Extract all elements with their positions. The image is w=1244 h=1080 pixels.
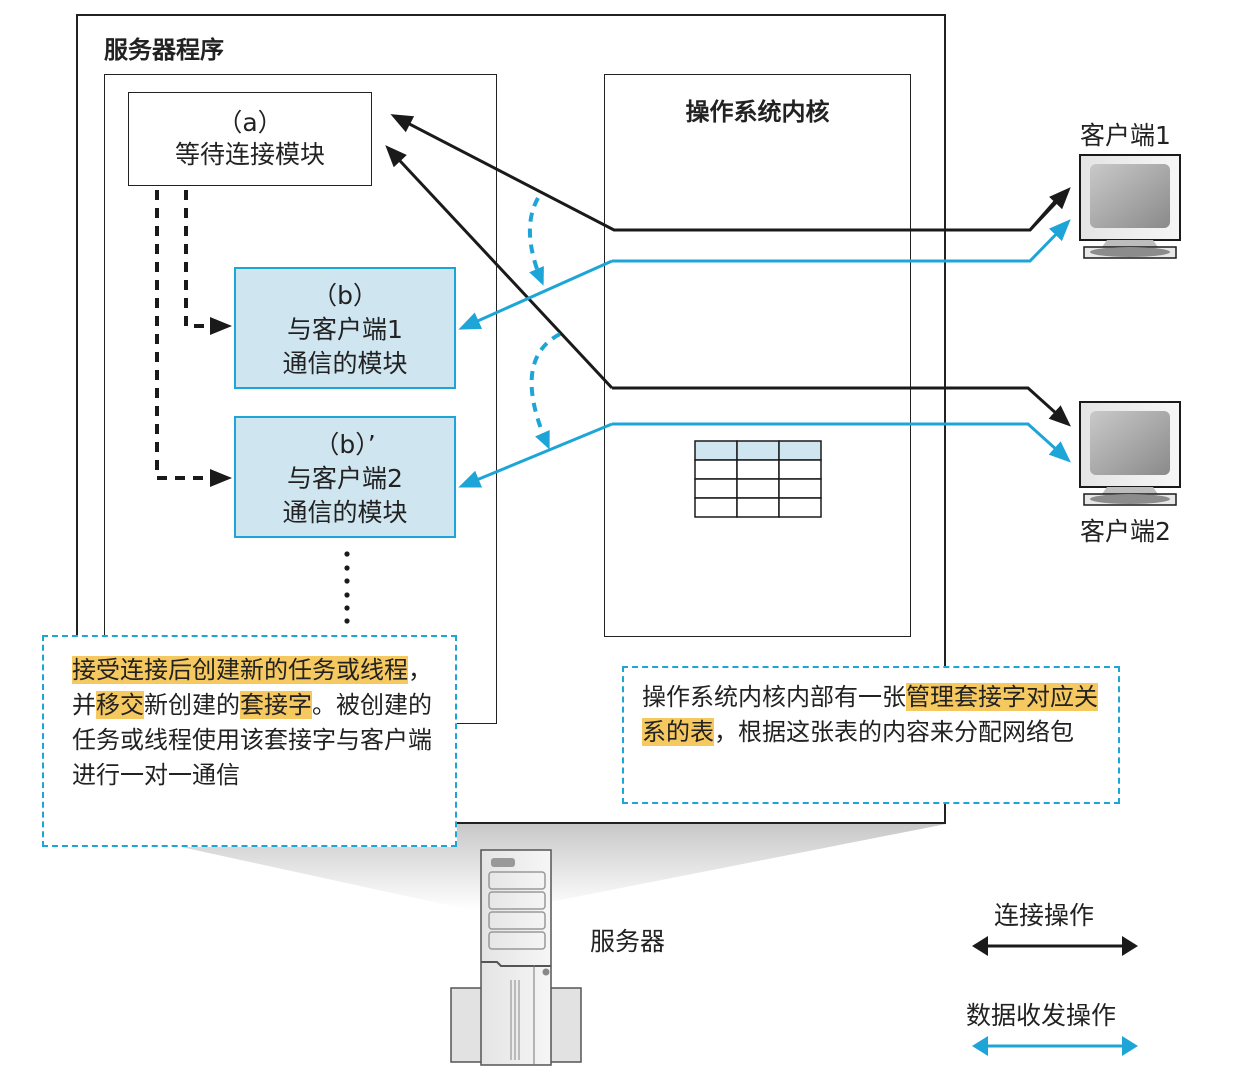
data-line-client2	[612, 422, 1071, 463]
table-cell	[736, 478, 780, 499]
client2-comm-module: （b）’ 与客户端2 通信的模块	[234, 416, 456, 538]
os-kernel-title: 操作系统内核	[685, 98, 830, 126]
connect-arrow-client1	[390, 114, 1060, 232]
connect-arrow-client2	[385, 145, 614, 390]
table-cell	[736, 459, 780, 480]
highlighted-text: 移交	[96, 691, 144, 719]
table-cell	[778, 459, 822, 480]
module-b1-tag: （b）	[312, 281, 378, 310]
dispatch-curve-2	[529, 332, 561, 450]
highlighted-text: 接受连接后创建新的任务或线程	[72, 656, 408, 684]
data-arrow-b1	[458, 259, 613, 330]
table-header-cell	[736, 440, 780, 461]
note-text: ，根据这张表的内容来分配网络包	[714, 718, 1074, 746]
module-b2-tag: （b）’	[314, 430, 376, 459]
module-a-tag: （a）	[217, 108, 283, 137]
dispatch-curve-1	[527, 197, 544, 286]
table-cell	[736, 497, 780, 518]
table-header-cell	[778, 440, 822, 461]
wait-connection-module: （a） 等待连接模块	[128, 92, 372, 186]
client1-label: 客户端1	[1080, 121, 1171, 150]
note-text: ，并	[72, 656, 432, 719]
spawn-arrow-b1	[184, 190, 232, 335]
socket-table	[694, 440, 822, 518]
spawn-arrow-b2	[155, 190, 232, 487]
client1-comm-module: （b） 与客户端1 通信的模块	[234, 267, 456, 389]
server-label: 服务器	[590, 927, 666, 956]
highlighted-text: 套接字	[240, 691, 312, 719]
note-kernel-table: 操作系统内核内部有一张管理套接字对应关系的表，根据这张表的内容来分配网络包	[622, 666, 1120, 804]
legend-data-arrow	[972, 1036, 1138, 1056]
connect-line-client2	[612, 386, 1071, 427]
legend-connect-label: 连接操作	[994, 901, 1095, 930]
legend-connect-arrow	[972, 936, 1138, 956]
server-tower-icon	[450, 849, 582, 1066]
server-program-title: 服务器程序	[104, 36, 224, 64]
data-line-client1	[612, 219, 1071, 263]
note-text: 。被创建的任务或线程使用该套接字与客户端进行一对一通信	[72, 691, 432, 789]
table-cell	[778, 497, 822, 518]
module-b1-line1: 与客户端1	[287, 315, 403, 344]
client2-label: 客户端2	[1080, 517, 1171, 546]
connect-arrow-client1-head	[1028, 187, 1071, 232]
table-cell	[694, 459, 738, 480]
module-b2-line2: 通信的模块	[282, 498, 408, 527]
table-header-cell	[694, 440, 738, 461]
note-text: 新创建的	[144, 691, 240, 719]
note-task-creation: 接受连接后创建新的任务或线程，并移交新创建的套接字。被创建的任务或线程使用该套接…	[42, 635, 457, 847]
more-modules-ellipsis	[344, 551, 350, 624]
client2-monitor-icon	[1079, 401, 1181, 506]
module-b2-line1: 与客户端2	[287, 464, 403, 493]
table-cell	[694, 478, 738, 499]
table-cell	[694, 497, 738, 518]
os-kernel-box	[604, 74, 911, 637]
client1-monitor-icon	[1079, 154, 1181, 259]
note-text: 操作系统内核内部有一张	[642, 683, 906, 711]
data-arrow-b2	[458, 422, 613, 488]
table-cell	[778, 478, 822, 499]
legend-data-label: 数据收发操作	[966, 1001, 1117, 1030]
module-b1-line2: 通信的模块	[282, 349, 408, 378]
module-a-name: 等待连接模块	[174, 140, 325, 169]
